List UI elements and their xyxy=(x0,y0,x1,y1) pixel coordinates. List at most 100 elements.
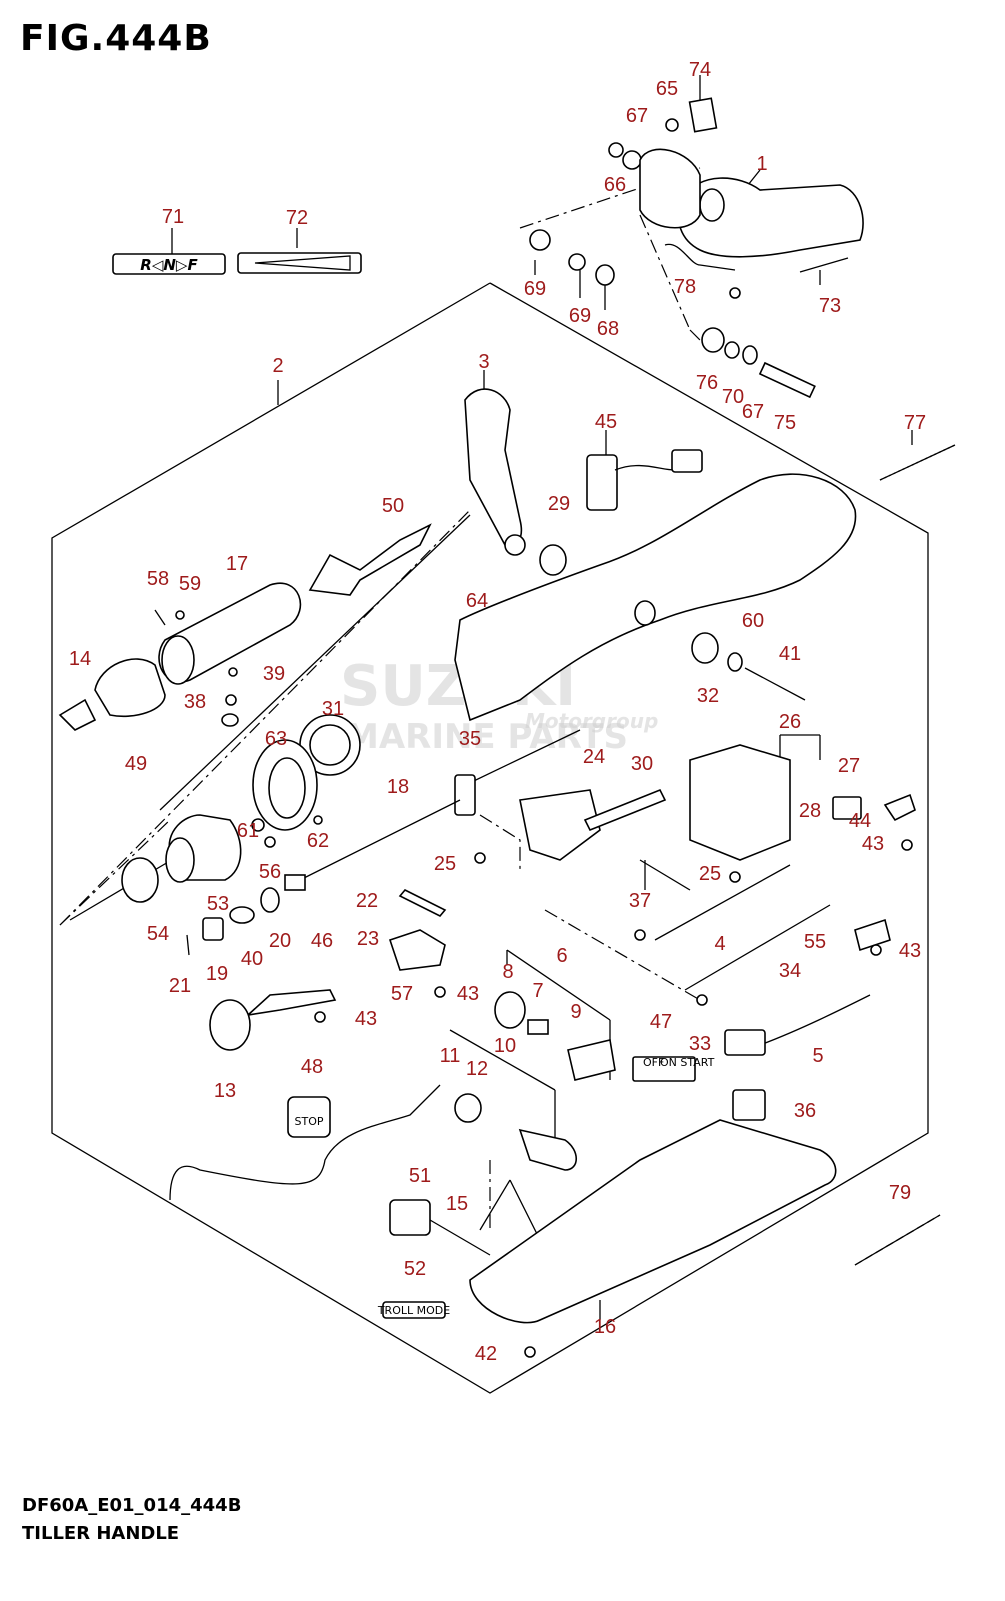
lower-cover-part xyxy=(469,1119,837,1324)
callout-57: 57 xyxy=(391,983,413,1005)
callout-19: 19 xyxy=(206,963,228,985)
callout-22: 22 xyxy=(356,890,378,912)
callout-35: 35 xyxy=(459,728,481,750)
callout-51: 51 xyxy=(409,1165,431,1187)
callout-71: 71 xyxy=(162,206,184,228)
callout-27: 27 xyxy=(838,755,860,777)
callout-1: 1 xyxy=(756,153,767,175)
callout-9: 9 xyxy=(570,1001,581,1023)
callout-13: 13 xyxy=(214,1080,236,1102)
callout-10: 10 xyxy=(494,1035,516,1057)
callout-43a: 43 xyxy=(862,833,884,855)
callout-66: 66 xyxy=(604,174,626,196)
callout-20: 20 xyxy=(269,930,291,952)
callout-38: 38 xyxy=(184,691,206,713)
callout-56: 56 xyxy=(259,861,281,883)
callout-63: 63 xyxy=(265,728,287,750)
parts: R◁N▷F xyxy=(58,97,956,1358)
callout-24: 24 xyxy=(583,746,605,768)
callout-69a: 69 xyxy=(524,278,546,300)
callout-43b: 43 xyxy=(899,940,921,962)
callout-3: 3 xyxy=(478,351,489,373)
callout-39: 39 xyxy=(263,663,285,685)
callout-43d: 43 xyxy=(457,983,479,1005)
callout-34: 34 xyxy=(779,960,801,982)
callout-7: 7 xyxy=(532,980,543,1002)
callout-30: 30 xyxy=(631,753,653,775)
callout-49: 49 xyxy=(125,753,147,775)
watermark-sub: MARINE PARTS xyxy=(345,717,628,757)
callout-28: 28 xyxy=(799,800,821,822)
callout-25a: 25 xyxy=(434,853,456,875)
callout-76: 76 xyxy=(696,372,718,394)
callout-26: 26 xyxy=(779,711,801,733)
callout-14: 14 xyxy=(69,648,91,670)
callout-46: 46 xyxy=(311,930,333,952)
bracket-part xyxy=(677,177,864,258)
callout-16: 16 xyxy=(594,1316,616,1338)
callout-54: 54 xyxy=(147,923,169,945)
callout-17: 17 xyxy=(226,553,248,575)
callout-74: 74 xyxy=(689,59,711,81)
callout-77: 77 xyxy=(904,412,926,434)
callout-36: 36 xyxy=(794,1100,816,1122)
callout-4: 4 xyxy=(714,933,725,955)
callout-60: 60 xyxy=(742,610,764,632)
watermark-script: Motorgroup xyxy=(525,709,658,733)
stop-plate-text: STOP xyxy=(295,1115,324,1128)
callout-numbers: 1 2 3 4 5 6 7 8 9 10 11 12 13 14 15 16 1… xyxy=(69,59,926,1365)
callout-78: 78 xyxy=(674,276,696,298)
callout-70: 70 xyxy=(722,386,744,408)
callout-40: 40 xyxy=(241,948,263,970)
callout-29: 29 xyxy=(548,493,570,515)
callout-59: 59 xyxy=(179,573,201,595)
troll-mode-text: TROLL MODE xyxy=(377,1304,450,1317)
callout-53: 53 xyxy=(207,893,229,915)
switch-plate-on-start: ON START xyxy=(660,1056,715,1069)
callout-15: 15 xyxy=(446,1193,468,1215)
callout-69b: 69 xyxy=(569,305,591,327)
figure-code: DF60A_E01_014_444B xyxy=(22,1495,242,1516)
callout-23: 23 xyxy=(357,928,379,950)
callout-79: 79 xyxy=(889,1182,911,1204)
callout-50: 50 xyxy=(382,495,404,517)
callout-65: 65 xyxy=(656,78,678,100)
callout-45: 45 xyxy=(595,411,617,433)
callout-8: 8 xyxy=(502,961,513,983)
callout-67b: 67 xyxy=(742,401,764,423)
callout-5: 5 xyxy=(812,1045,823,1067)
callout-75: 75 xyxy=(774,412,796,434)
callout-58: 58 xyxy=(147,568,169,590)
callout-55: 55 xyxy=(804,931,826,953)
callout-43c: 43 xyxy=(355,1008,377,1030)
callout-2: 2 xyxy=(272,355,283,377)
callout-44: 44 xyxy=(849,810,871,832)
callout-33: 33 xyxy=(689,1033,711,1055)
callout-25b: 25 xyxy=(699,863,721,885)
callout-18: 18 xyxy=(387,776,409,798)
callout-47: 47 xyxy=(650,1011,672,1033)
figure-subtitle: TILLER HANDLE xyxy=(22,1523,180,1544)
callout-48: 48 xyxy=(301,1056,323,1078)
callout-61: 61 xyxy=(237,820,259,842)
shift-decal-text: R◁N▷F xyxy=(140,256,198,274)
callout-31: 31 xyxy=(322,698,344,720)
callout-73: 73 xyxy=(819,295,841,317)
callout-68: 68 xyxy=(597,318,619,340)
callout-64: 64 xyxy=(466,590,488,612)
callout-42: 42 xyxy=(475,1343,497,1365)
callout-37: 37 xyxy=(629,890,651,912)
callout-21: 21 xyxy=(169,975,191,997)
callout-52: 52 xyxy=(404,1258,426,1280)
switch-plate-off: OFF xyxy=(643,1056,664,1069)
callout-12: 12 xyxy=(466,1058,488,1080)
callout-11: 11 xyxy=(440,1045,461,1067)
assembly-frame xyxy=(51,282,929,1394)
callout-41: 41 xyxy=(779,643,801,665)
callout-62: 62 xyxy=(307,830,329,852)
figure-title: FIG.444B xyxy=(20,18,212,59)
callout-6: 6 xyxy=(556,945,567,967)
callout-67a: 67 xyxy=(626,105,648,127)
callout-72: 72 xyxy=(286,207,308,229)
